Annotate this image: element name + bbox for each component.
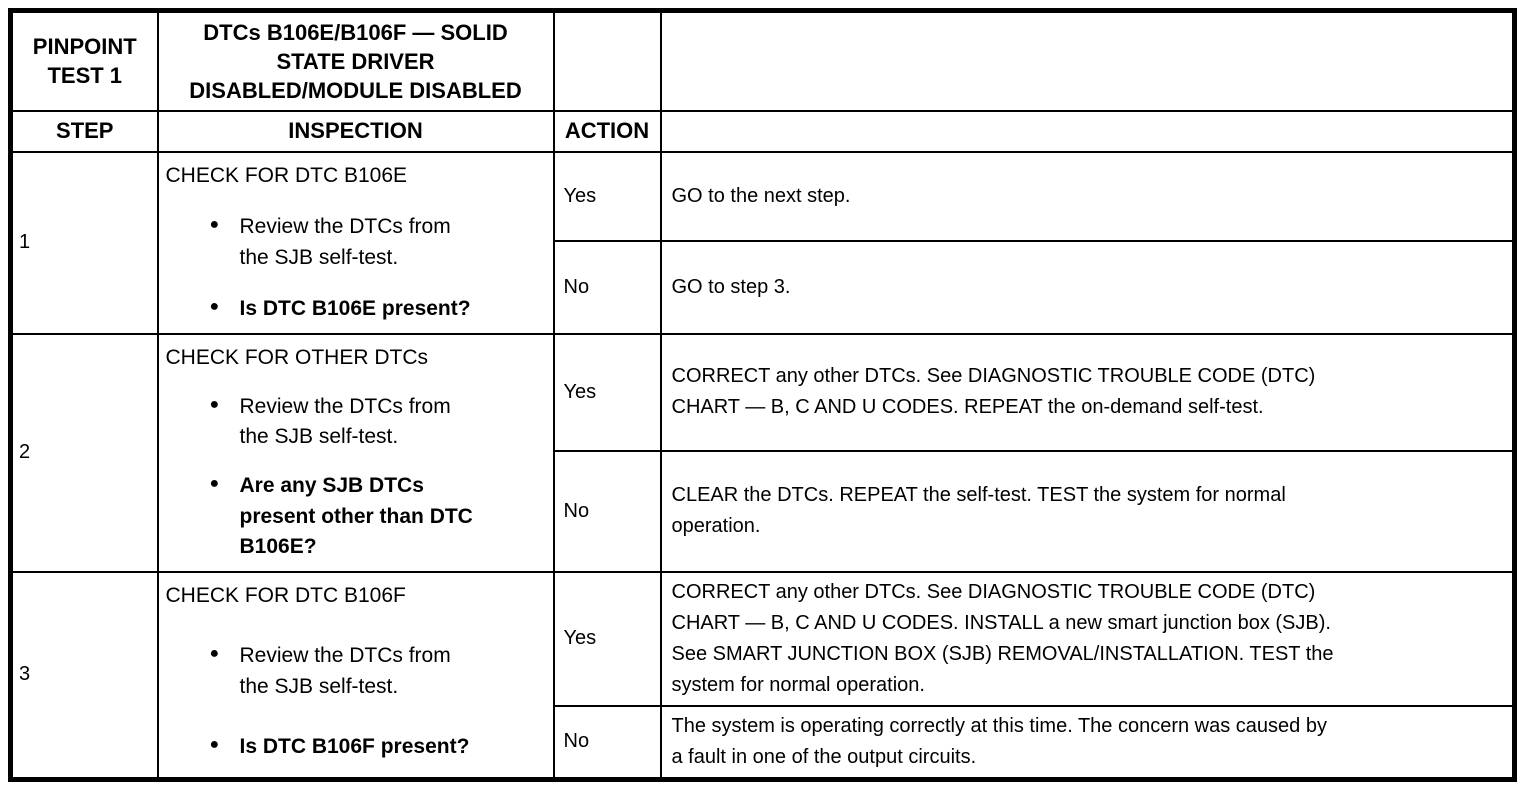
inspection-bullet: ● Review the DTCs from the SJB self-test… bbox=[210, 641, 547, 702]
yes-label: Yes bbox=[552, 570, 662, 707]
table-row: 2 CHECK FOR OTHER DTCs ● Review the DTCs… bbox=[9, 332, 1516, 573]
bullet-icon: ● bbox=[209, 736, 220, 754]
inspection-question-bullet: ● Are any SJB DTCs present other than DT… bbox=[210, 471, 547, 562]
no-label: No bbox=[552, 449, 662, 573]
bullet-icon: ● bbox=[209, 395, 220, 413]
bullet-question-text: Is DTC B106E present? bbox=[239, 297, 471, 321]
pinpoint-test-label-cell: PINPOINT TEST 1 bbox=[9, 9, 159, 112]
step-number: 2 bbox=[9, 332, 159, 573]
inspection-column-header: INSPECTION bbox=[156, 109, 555, 153]
bullet-icon: ● bbox=[209, 216, 220, 234]
table-row: 1 CHECK FOR DTC B106E ● Review the DTCs … bbox=[9, 150, 1516, 335]
no-label: No bbox=[552, 704, 662, 780]
inspection-question-bullet: ● Is DTC B106E present? bbox=[210, 294, 547, 324]
step-column-header: STEP bbox=[9, 109, 159, 153]
bullet-icon: ● bbox=[209, 645, 220, 663]
table-row: No GO to step 3. bbox=[11, 239, 1516, 335]
inspection-check-title: CHECK FOR DTC B106E bbox=[165, 163, 408, 187]
no-label: No bbox=[552, 239, 662, 335]
dtc-title: DTCs B106E/B106F — SOLID STATE DRIVER DI… bbox=[189, 19, 522, 103]
inspection-cell: CHECK FOR DTC B106E ● Review the DTCs fr… bbox=[156, 150, 555, 335]
pinpoint-test-table: PINPOINT TEST 1 DTCs B106E/B106F — SOLID… bbox=[8, 8, 1517, 782]
bullet-question-text: Is DTC B106F present? bbox=[239, 735, 470, 759]
table-row: 3 CHECK FOR DTC B106F ● Review the DTCs … bbox=[9, 570, 1516, 780]
table-title-row: PINPOINT TEST 1 DTCs B106E/B106F — SOLID… bbox=[9, 9, 1516, 112]
table-row: No CLEAR the DTCs. REPEAT the self-test.… bbox=[11, 449, 1516, 573]
no-action-text: GO to step 3. bbox=[659, 239, 1516, 335]
no-action-text: The system is operating correctly at thi… bbox=[659, 704, 1516, 780]
dtc-title-cell: DTCs B106E/B106F — SOLID STATE DRIVER DI… bbox=[156, 9, 555, 112]
column-header-row: STEP INSPECTION ACTION bbox=[9, 109, 1516, 153]
bullet-text: Review the DTCs from the SJB self-test. bbox=[239, 215, 451, 269]
step-number: 3 bbox=[9, 570, 159, 780]
inspection-check-title: CHECK FOR OTHER DTCs bbox=[165, 345, 429, 369]
header-empty-cell-action bbox=[552, 9, 662, 112]
bullet-icon: ● bbox=[209, 298, 220, 316]
inspection-bullet: ● Review the DTCs from the SJB self-test… bbox=[210, 212, 547, 273]
pinpoint-test-label: PINPOINT TEST 1 bbox=[32, 34, 137, 89]
yes-action-text: GO to the next step. bbox=[659, 150, 1516, 242]
yes-label: Yes bbox=[552, 150, 662, 242]
yes-action-text: CORRECT any other DTCs. See DIAGNOSTIC T… bbox=[659, 570, 1516, 707]
table-row: No The system is operating correctly at … bbox=[11, 704, 1516, 780]
action-column-header: ACTION bbox=[552, 109, 662, 153]
bullet-text: Review the DTCs from the SJB self-test. bbox=[239, 394, 451, 449]
column-header-empty-cell bbox=[659, 109, 1516, 153]
step-number: 1 bbox=[9, 150, 159, 335]
bullet-text: Review the DTCs from the SJB self-test. bbox=[239, 644, 451, 698]
inspection-cell: CHECK FOR DTC B106F ● Review the DTCs fr… bbox=[156, 570, 555, 780]
no-action-text: CLEAR the DTCs. REPEAT the self-test. TE… bbox=[659, 449, 1516, 573]
yes-action-text: CORRECT any other DTCs. See DIAGNOSTIC T… bbox=[659, 332, 1516, 452]
yes-label: Yes bbox=[552, 332, 662, 452]
bullet-icon: ● bbox=[209, 475, 220, 493]
inspection-bullet: ● Review the DTCs from the SJB self-test… bbox=[210, 392, 547, 453]
inspection-check-title: CHECK FOR DTC B106F bbox=[165, 583, 406, 607]
inspection-question-bullet: ● Is DTC B106F present? bbox=[210, 732, 547, 762]
header-empty-cell-detail bbox=[659, 9, 1516, 112]
bullet-question-text: Are any SJB DTCs present other than DTC … bbox=[239, 474, 473, 559]
inspection-cell: CHECK FOR OTHER DTCs ● Review the DTCs f… bbox=[156, 332, 555, 573]
